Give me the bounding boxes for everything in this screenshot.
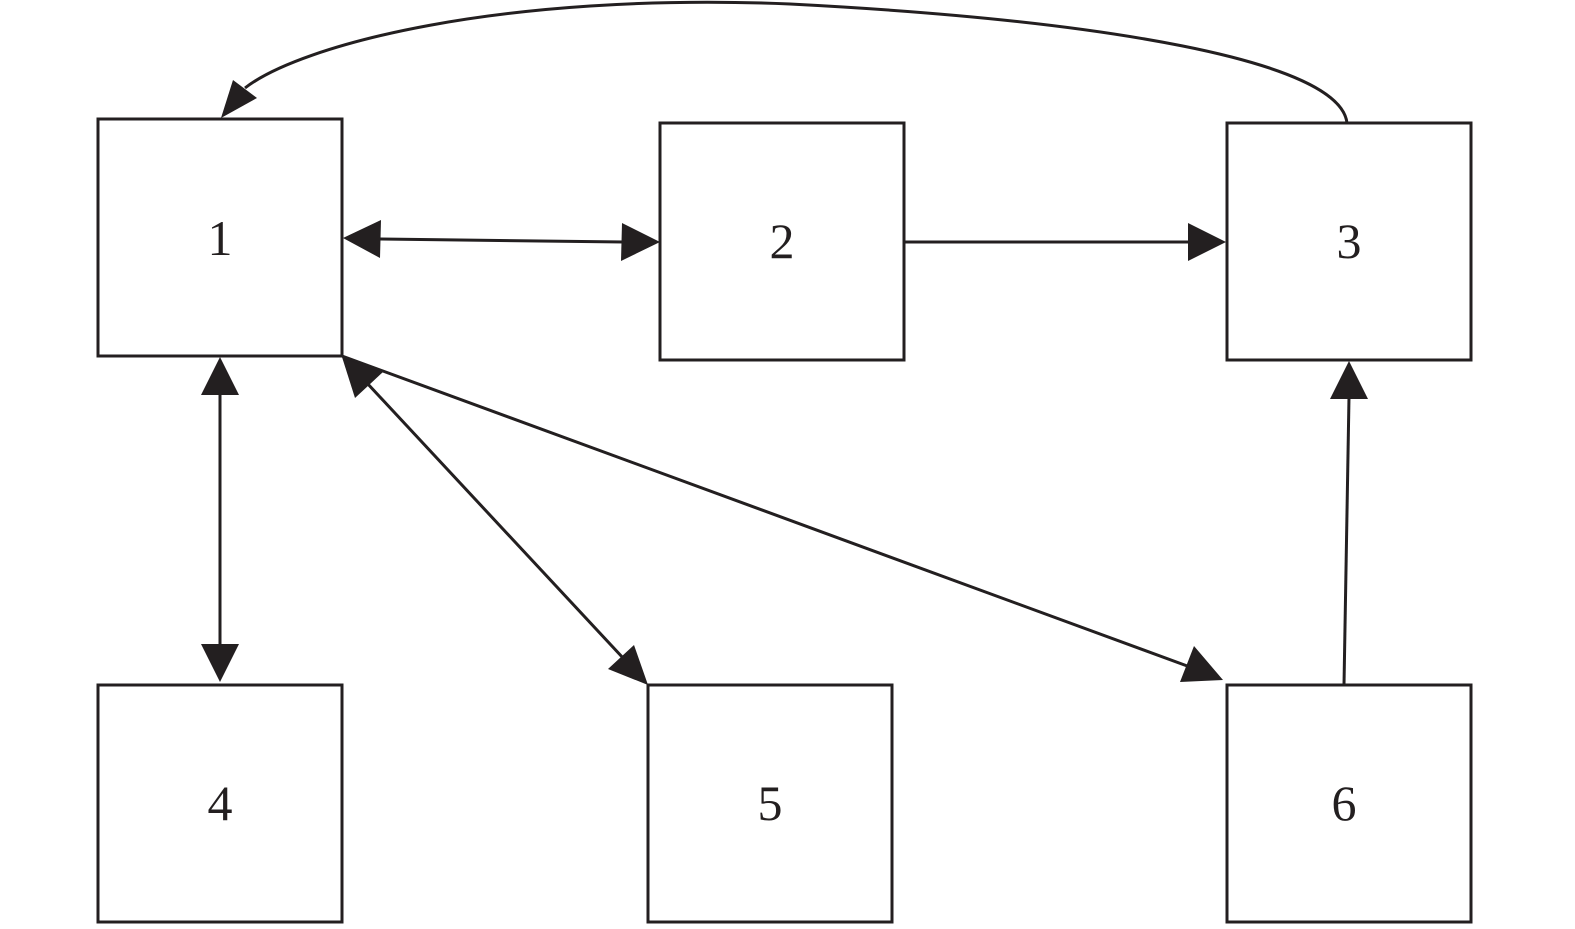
node-label: 1 <box>208 210 233 266</box>
arrowhead-at-3 <box>1188 223 1226 261</box>
arrowhead-at-1-top <box>221 80 257 118</box>
arrowhead-at-6 <box>1180 646 1223 682</box>
arrowhead-at-4 <box>201 644 239 682</box>
edge-3-1 <box>244 0 1349 124</box>
arrowhead-at-3-bottom <box>1330 361 1368 399</box>
node-box <box>96 683 344 924</box>
node-box <box>1225 121 1473 362</box>
arrowhead-at-1 <box>343 220 381 258</box>
edge-1-6 <box>341 354 1191 669</box>
node-3: 3 <box>1225 121 1473 362</box>
edge-1-2 <box>377 237 625 244</box>
arrowhead-at-1-diag5 <box>342 357 383 398</box>
node-label: 5 <box>758 775 783 831</box>
node-label: 2 <box>770 213 795 269</box>
arrowhead-at-1-bottom <box>201 357 239 395</box>
node-6: 6 <box>1225 683 1473 924</box>
node-label: 3 <box>1337 213 1362 269</box>
node-label: 6 <box>1332 775 1357 831</box>
node-4: 4 <box>96 683 344 924</box>
node-1: 1 <box>96 117 344 358</box>
edge-1-5 <box>364 380 626 661</box>
arrowhead-at-5 <box>608 645 648 685</box>
node-box <box>1225 683 1473 924</box>
node-2: 2 <box>658 121 906 362</box>
node-5: 5 <box>646 683 894 924</box>
node-box <box>96 117 344 358</box>
arrowhead-at-2 <box>621 223 660 261</box>
edges <box>201 0 1368 686</box>
node-label: 4 <box>208 775 233 831</box>
edge-6-3 <box>1342 396 1351 686</box>
node-box <box>658 121 906 362</box>
node-box <box>646 683 894 924</box>
